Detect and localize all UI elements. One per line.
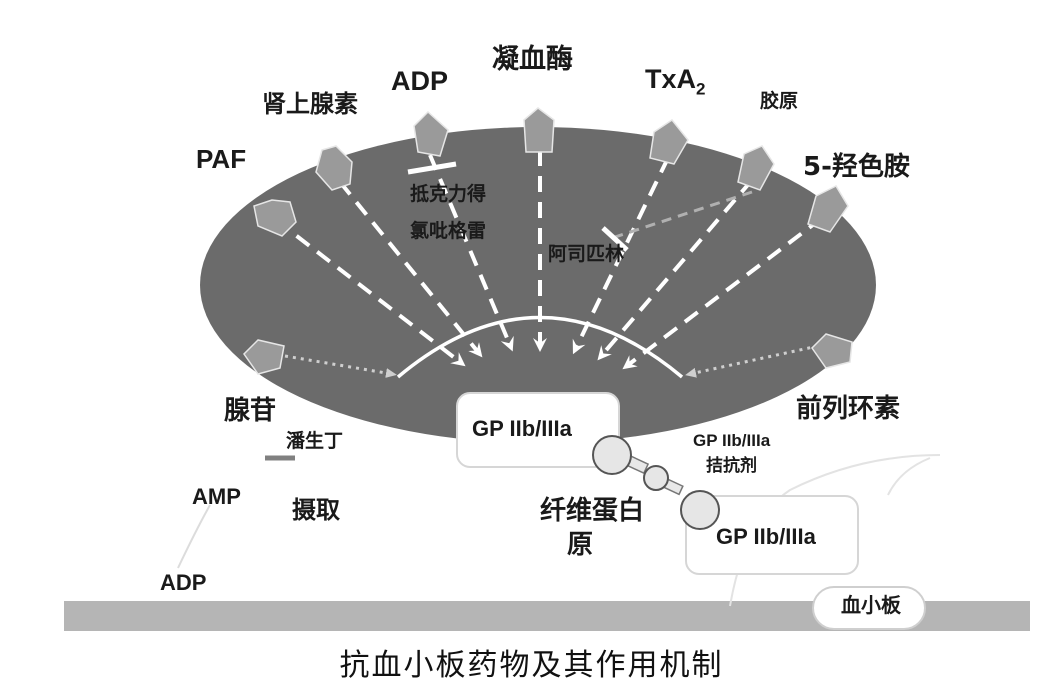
label-ticlopidine: 抵克力得 — [410, 183, 487, 205]
label-collagen: 胶原 — [760, 90, 799, 112]
receptor-serotonin-icon — [807, 185, 849, 233]
label-fibrinogen-1: 纤维蛋白 — [540, 496, 645, 526]
receptor-prostacyclin-icon — [811, 333, 853, 369]
label-fibrinogen-2: 原 — [567, 530, 594, 560]
fibrinogen-node-1 — [592, 435, 632, 475]
receptor-txa2-icon — [649, 118, 689, 165]
receptor-paf-icon — [253, 199, 297, 237]
signal-arrow-epinephrine — [338, 180, 483, 358]
label-paf: PAF — [196, 144, 247, 174]
signal-arrow-collagen — [597, 178, 754, 361]
fibrinogen-node-2 — [643, 465, 669, 491]
adp-amp-connector — [177, 504, 211, 569]
label-platelet: 血小板 — [841, 593, 901, 617]
label-gp-receptor-left: GP IIb/IIIa — [472, 416, 572, 441]
receptor-epinephrine-icon — [315, 145, 353, 191]
signal-arrows — [274, 150, 824, 370]
txa2-main: TxA — [645, 64, 697, 94]
platelet-label-box — [812, 586, 926, 630]
aspirin-block-bar — [601, 226, 629, 252]
label-adp-top: ADP — [391, 66, 449, 96]
label-gp-receptor-right: GP IIb/IIIa — [716, 524, 816, 549]
ticlopidine-block-bar — [407, 161, 457, 175]
label-amp: AMP — [192, 484, 241, 509]
label-adp-bottom: ADP — [160, 570, 207, 595]
label-uptake: 摄取 — [292, 496, 340, 524]
receptor-adp-icon — [413, 110, 449, 157]
receptor-thrombin-icon — [523, 107, 555, 153]
signal-arrow-serotonin — [622, 216, 824, 370]
label-epinephrine: 肾上腺素 — [262, 90, 358, 118]
receptor-adenosine-icon — [243, 339, 285, 375]
label-prostacyclin: 前列环素 — [796, 394, 901, 424]
label-adenosine: 腺苷 — [224, 396, 277, 426]
signal-arrow-paf — [274, 218, 466, 367]
label-thrombin: 凝血酶 — [492, 44, 573, 75]
platelet-outline-line-2 — [887, 457, 931, 496]
figure-caption: 抗血小板药物及其作用机制 — [339, 648, 724, 683]
label-txa2: TxA2 — [645, 64, 706, 99]
txa2-subscript: 2 — [696, 79, 706, 99]
label-serotonin: 5-羟色胺 — [803, 152, 910, 182]
label-gp-antagonist-1: GP IIb/IIIa — [693, 431, 771, 450]
label-gp-antagonist-2: 拮抗剂 — [706, 456, 757, 476]
label-dipyridamole: 潘生丁 — [286, 430, 344, 452]
label-clopidogrel: 氯吡格雷 — [410, 220, 487, 242]
prostacyclin-influx-arrow — [685, 344, 819, 378]
signal-arrow-adp — [428, 154, 514, 352]
label-aspirin: 阿司匹林 — [548, 243, 625, 265]
receptor-icons — [243, 107, 853, 375]
collagen-txa2-link — [611, 190, 753, 240]
fibrinogen-node-3 — [680, 490, 720, 530]
adenosine-influx-arrow — [284, 354, 397, 378]
receptor-collagen-icon — [737, 145, 775, 191]
signal-arrow-txa2 — [572, 157, 670, 355]
